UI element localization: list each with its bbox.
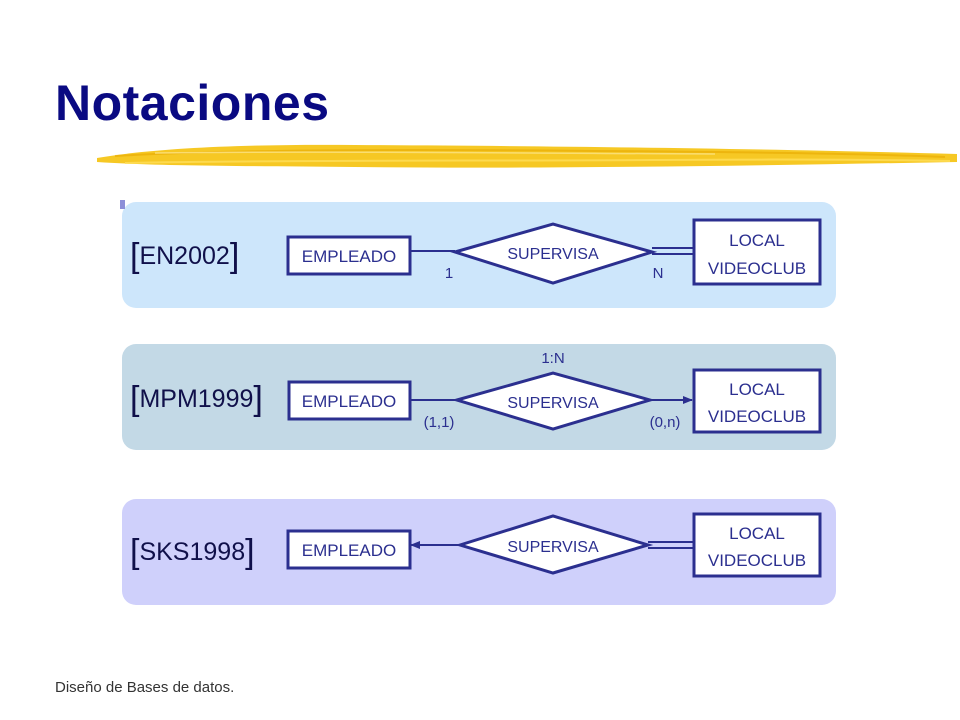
relationship-supervisa	[454, 514, 654, 575]
entity-empleado	[286, 529, 412, 570]
footer-text: Diseño de Bases de datos.	[55, 679, 235, 696]
panel-corner-mark	[120, 200, 125, 209]
entity-empleado-label: EMPLEADO	[302, 392, 396, 411]
notation-label-en2002: [EN2002]	[130, 237, 240, 275]
entity-videoclub-label: VIDEOCLUB	[708, 551, 806, 570]
notation-label-sks1998: [SKS1998]	[130, 533, 255, 571]
entity-local-label: LOCAL	[729, 231, 785, 250]
entity-videoclub-label: VIDEOCLUB	[708, 259, 806, 278]
cardinality-left: 1	[445, 265, 453, 282]
entity-local-videoclub	[692, 368, 822, 434]
diagram-sks1998: EMPLEADO SUPERVISA LOCAL VIDEOCLUB	[286, 512, 822, 578]
entity-empleado	[287, 380, 412, 421]
entity-local-label: LOCAL	[729, 380, 785, 399]
relationship-supervisa-label: SUPERVISA	[507, 395, 599, 412]
entity-local-videoclub	[692, 218, 822, 286]
relationship-supervisa	[451, 371, 656, 431]
notation-label-mpm1999: [MPM1999]	[130, 380, 263, 418]
relationship-supervisa	[449, 222, 658, 285]
yellow-brush-stroke	[97, 144, 957, 168]
entity-empleado-label: EMPLEADO	[302, 541, 396, 560]
entity-empleado	[286, 235, 412, 276]
entity-videoclub-label: VIDEOCLUB	[708, 407, 806, 426]
entity-empleado-label: EMPLEADO	[302, 247, 396, 266]
cardinality-right: (0,n)	[650, 414, 681, 431]
entity-local-label: LOCAL	[729, 524, 785, 543]
diagram-en2002: EMPLEADO SUPERVISA LOCAL VIDEOCLUB 1 N	[286, 218, 822, 286]
cardinality-ratio: 1:N	[541, 350, 564, 367]
cardinality-right: N	[653, 265, 664, 282]
relationship-supervisa-label: SUPERVISA	[507, 539, 599, 556]
relationship-supervisa-label: SUPERVISA	[507, 246, 599, 263]
entity-local-videoclub	[692, 512, 822, 578]
page-title: Notaciones	[55, 75, 330, 131]
diagram-mpm1999: EMPLEADO SUPERVISA LOCAL VIDEOCLUB 1:N (…	[287, 350, 822, 434]
cardinality-left: (1,1)	[424, 414, 455, 431]
